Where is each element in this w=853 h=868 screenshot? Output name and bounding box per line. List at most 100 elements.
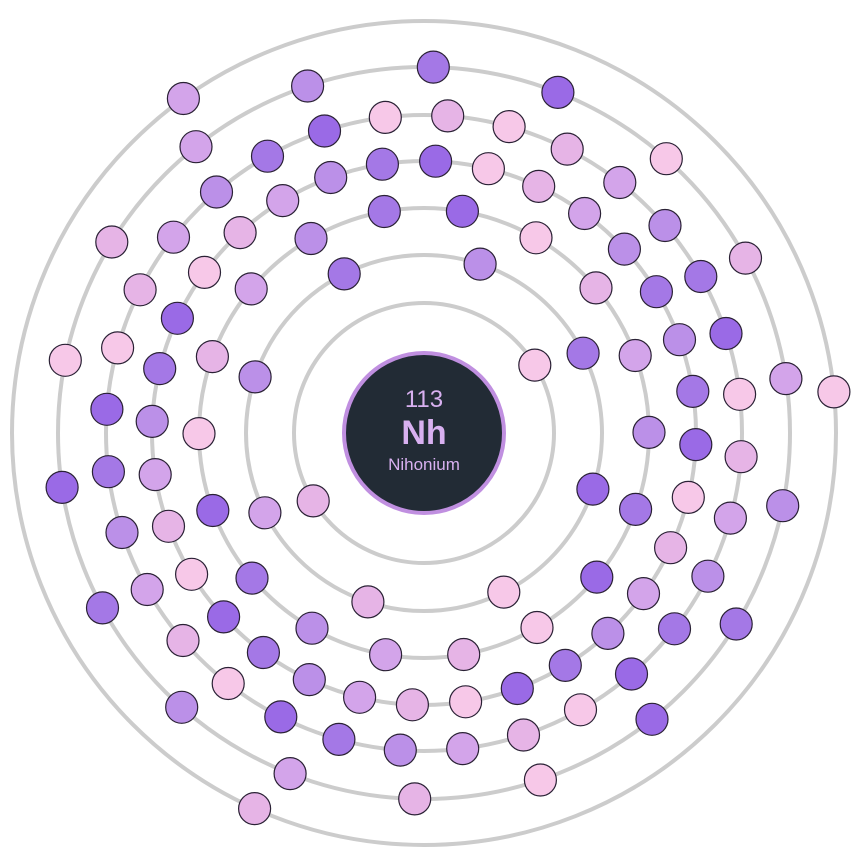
electron <box>709 316 743 351</box>
electron <box>91 455 126 489</box>
electron <box>264 700 298 734</box>
electron <box>550 132 584 166</box>
electron <box>238 360 272 394</box>
electron <box>506 718 541 752</box>
electron <box>143 352 177 386</box>
electron <box>541 75 575 110</box>
electron <box>123 273 157 307</box>
electron <box>234 272 268 306</box>
electron <box>151 509 186 543</box>
electron <box>691 559 725 593</box>
electron <box>626 576 661 611</box>
electron <box>166 81 200 116</box>
electron <box>368 100 402 135</box>
electron <box>447 637 481 672</box>
electron <box>166 623 200 658</box>
electron <box>248 496 282 530</box>
electron <box>518 348 552 382</box>
electron <box>292 662 326 697</box>
electron <box>724 440 758 474</box>
electron <box>722 377 757 411</box>
atomic-number: 113 <box>405 386 443 413</box>
electron <box>296 484 330 518</box>
electron <box>548 648 582 683</box>
electron <box>398 782 432 816</box>
electron <box>100 331 135 365</box>
electron <box>523 763 558 797</box>
electron <box>291 69 325 103</box>
electron <box>728 241 763 275</box>
electron <box>684 259 718 294</box>
electron <box>445 194 479 228</box>
electron <box>471 152 505 186</box>
electron <box>365 147 399 181</box>
electron <box>294 221 328 256</box>
electron <box>648 208 682 243</box>
electron <box>603 165 637 200</box>
element-symbol: Nh <box>401 414 446 452</box>
electron <box>449 685 483 719</box>
shell-7-orbit <box>10 19 838 847</box>
electron <box>679 428 713 462</box>
electron <box>522 169 556 203</box>
electron <box>566 336 600 370</box>
electrons <box>45 50 851 826</box>
electron <box>632 415 666 449</box>
electron <box>250 139 285 173</box>
electron <box>579 271 613 305</box>
electron <box>327 257 361 291</box>
electron <box>817 375 851 409</box>
electron <box>307 114 342 148</box>
electron <box>238 791 272 826</box>
electron <box>175 557 209 591</box>
electron <box>369 638 403 672</box>
electron <box>343 680 377 714</box>
electron <box>519 221 553 255</box>
electron <box>105 515 139 550</box>
electron <box>199 175 234 209</box>
electron <box>351 585 385 619</box>
electron <box>614 657 649 691</box>
electron <box>90 392 124 426</box>
electron <box>580 560 614 594</box>
electron <box>487 575 521 609</box>
electron <box>367 194 401 229</box>
electron <box>179 130 213 164</box>
electron <box>463 247 497 281</box>
electron <box>95 225 129 259</box>
electron <box>130 572 164 607</box>
electron <box>383 733 417 767</box>
electron <box>618 492 653 526</box>
electron <box>322 722 356 757</box>
electron <box>649 142 683 176</box>
electron <box>520 610 554 645</box>
electron <box>48 343 82 377</box>
electron <box>156 220 191 254</box>
electron <box>165 690 199 724</box>
electron <box>662 323 697 357</box>
electron <box>295 611 329 645</box>
electron <box>713 501 748 535</box>
shell-5-orbit <box>104 113 744 753</box>
electron <box>416 50 450 84</box>
electron <box>576 472 610 506</box>
electron <box>195 340 229 374</box>
electron <box>187 255 222 289</box>
electron <box>138 458 172 492</box>
electron <box>492 109 526 144</box>
electron <box>607 232 642 266</box>
electron <box>657 612 692 646</box>
electron <box>431 99 465 133</box>
shell-2-orbit <box>244 253 604 613</box>
electron <box>85 591 120 625</box>
electron <box>653 531 688 565</box>
nucleus-circle <box>342 351 506 515</box>
element-name: Nihonium <box>388 455 460 474</box>
nucleus: 113 Nh Nihonium <box>342 351 506 515</box>
electron <box>719 607 753 641</box>
electron <box>266 184 300 218</box>
electron <box>196 493 230 528</box>
electron <box>395 688 429 722</box>
electron <box>160 301 194 335</box>
